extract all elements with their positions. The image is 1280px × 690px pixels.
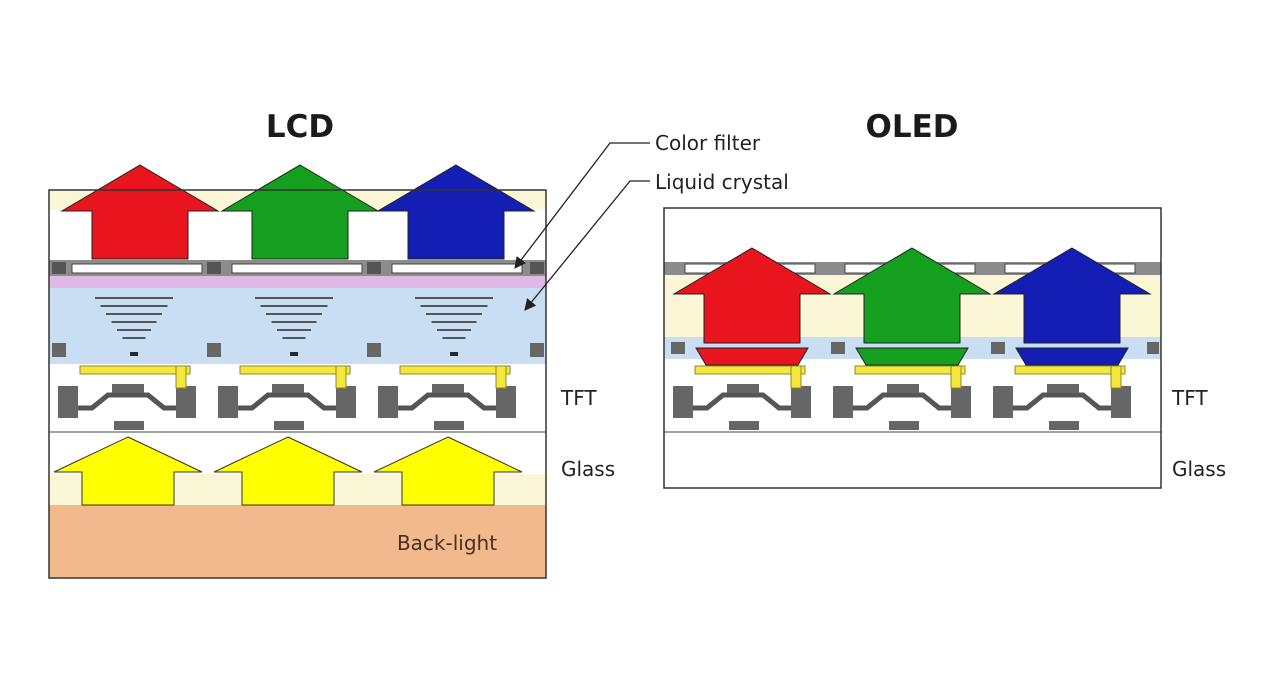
lcd-backlight-arrow-1: [53, 436, 203, 506]
lcd-filter-window-0: [71, 263, 203, 274]
lcd-spacer-1: [207, 343, 221, 357]
oled-bank-2: [991, 342, 1005, 354]
lcd-black-matrix-2: [367, 262, 381, 274]
lcd-black-matrix-3: [530, 262, 544, 274]
oled-tft-1-electrode: [854, 365, 966, 375]
oled-tft-2-gate-bottom: [1049, 421, 1079, 430]
oled-label-tft: TFT: [1171, 386, 1208, 410]
label-liquid-crystal: Liquid crystal: [655, 170, 789, 194]
lcd-filter-window-2: [391, 263, 523, 274]
lcd-blue-light-arrow: [376, 164, 536, 260]
lcd-label-backlight: Back-light: [397, 531, 497, 555]
lcd-tft-1-source: [218, 386, 238, 418]
lcd-tft-0-electrode: [79, 365, 191, 375]
lcd-tft-1-gate-bottom: [274, 421, 304, 430]
lcd-spacer-0: [52, 343, 66, 357]
oled-tft-0-gate: [727, 384, 759, 393]
lcd-tft-1-gate: [272, 384, 304, 393]
oled-tft-0-channel: [693, 392, 791, 411]
lcd-label-glass: Glass: [561, 457, 615, 481]
oled-red-light-arrow: [672, 247, 832, 344]
oled-blue-emitter: [1015, 347, 1129, 366]
oled-tft-2-drain: [1111, 386, 1131, 418]
oled-green-light-arrow: [832, 247, 992, 344]
oled-title: OLED: [865, 109, 958, 145]
lcd-tft-2-source: [378, 386, 398, 418]
lcd-black-matrix-0: [52, 262, 66, 274]
lcd-spacer-2: [367, 343, 381, 357]
oled-tft-1-via: [950, 365, 962, 389]
oled-tft-1-gate-bottom: [889, 421, 919, 430]
lcd-backlight-arrow-3: [373, 436, 523, 506]
lcd-tft-1-channel: [238, 392, 336, 411]
callout-liquid-crystal: Liquid crystal: [524, 170, 789, 311]
lcd-tft-2-gate-bottom: [434, 421, 464, 430]
oled-tft-2-gate: [1047, 384, 1079, 393]
lcd-lc-dot-0: [130, 352, 138, 356]
oled-red-emitter: [695, 347, 809, 366]
oled-tft-0-drain: [791, 386, 811, 418]
lcd-tft-0-gate: [112, 384, 144, 393]
lcd-tft-2-electrode: [399, 365, 511, 375]
callout-color-filter: Color filter: [514, 131, 761, 269]
lcd-green-light-arrow: [220, 164, 380, 260]
lcd-tft-2-drain: [496, 386, 516, 418]
lcd-tft-2-channel: [398, 392, 496, 411]
lcd-filter-window-1: [231, 263, 363, 274]
lcd-tft-0-via: [175, 365, 187, 389]
label-color-filter: Color filter: [655, 131, 761, 155]
lcd-tft-2-gate: [432, 384, 464, 393]
oled-label-glass: Glass: [1172, 457, 1226, 481]
lcd-tft-1-drain: [336, 386, 356, 418]
oled-panel: OLED: [663, 109, 1162, 489]
lcd-tft-2-via: [495, 365, 507, 389]
lcd-black-matrix-1: [207, 262, 221, 274]
oled-green-emitter: [855, 347, 969, 366]
lcd-lc-dot-2: [450, 352, 458, 356]
lcd-lc-dot-1: [290, 352, 298, 356]
oled-tft-0-via: [790, 365, 802, 389]
lcd-tft-0-gate-bottom: [114, 421, 144, 430]
lcd-color-filter-band: [49, 276, 546, 288]
lcd-tft-1-electrode: [239, 365, 351, 375]
oled-tft-0-gate-bottom: [729, 421, 759, 430]
lcd-panel: LCD: [48, 109, 547, 579]
oled-tft-2-via: [1110, 365, 1122, 389]
oled-tft-0-source: [673, 386, 693, 418]
oled-tft-1-source: [833, 386, 853, 418]
oled-tft-2-source: [993, 386, 1013, 418]
oled-tft-1-drain: [951, 386, 971, 418]
lcd-backlight-arrow-2: [213, 436, 363, 506]
oled-blue-light-arrow: [992, 247, 1152, 344]
oled-bank-0: [671, 342, 685, 354]
oled-tft-2-channel: [1013, 392, 1111, 411]
lcd-liquid-crystal-layer: [49, 288, 546, 364]
oled-tft-1-gate: [887, 384, 919, 393]
lcd-tft-1-via: [335, 365, 347, 389]
lcd-tft-0-source: [58, 386, 78, 418]
oled-panel-border: [663, 207, 1162, 489]
lcd-panel-border: [48, 189, 547, 579]
oled-bank-1: [831, 342, 845, 354]
oled-bank-end: [1147, 342, 1159, 354]
lcd-backlight: [49, 505, 546, 578]
lcd-spacer-3: [530, 343, 544, 357]
lcd-red-light-arrow: [60, 164, 220, 260]
lcd-title: LCD: [266, 109, 334, 145]
oled-tft-1-channel: [853, 392, 951, 411]
lcd-tft-0-drain: [176, 386, 196, 418]
oled-tft-2-electrode: [1014, 365, 1126, 375]
oled-tft-0-electrode: [694, 365, 806, 375]
lcd-tft-0-channel: [78, 392, 176, 411]
lcd-label-tft: TFT: [560, 386, 597, 410]
